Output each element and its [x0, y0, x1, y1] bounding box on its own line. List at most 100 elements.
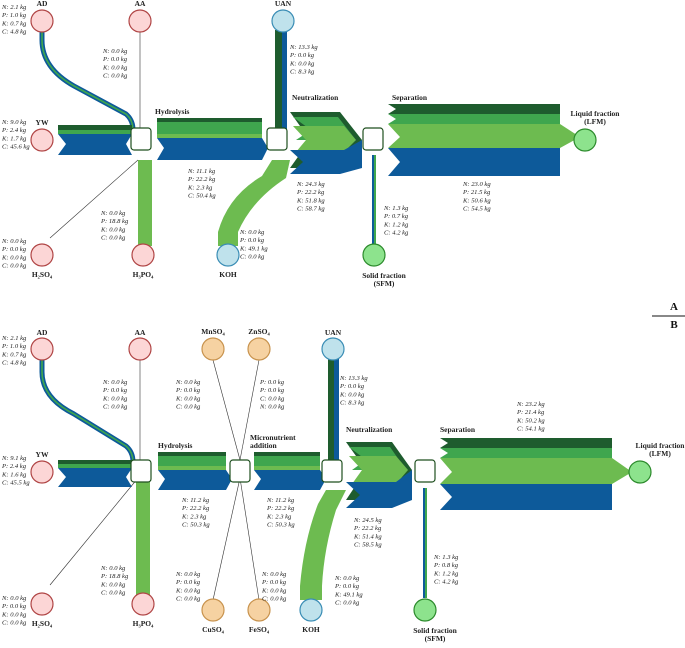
values-uan-a: N: 13.3 kgP: 0.0 kgK: 0.0 kgC: 8.3 kg: [289, 44, 318, 76]
values-cuso4-b-line-1: P: 0.0 kg: [175, 579, 201, 586]
values-znso4-b-line-0: P: 0.0 kg: [259, 379, 285, 386]
values-yw-b: N: 9.1 kgP: 2.4 kgK: 1.6 kgC: 45.5 kg: [1, 455, 30, 487]
values-micro-b-line-0: N: 11.2 kg: [266, 497, 295, 504]
values-koh-a-line-0: N: 0.0 kg: [239, 229, 265, 236]
panel-label-a: A: [670, 301, 678, 313]
node-liquid-b: Liquid fraction: [636, 441, 685, 450]
values-aa-b-line-3: C: 0.0 kg: [103, 404, 128, 411]
values-ad-a: N: 2.1 kgP: 1.0 kgK: 0.7 kg C: 4.8 kg: [1, 4, 27, 36]
node-ad-a: AD: [37, 0, 48, 8]
values-solid-b-line-1: P: 0.8 kg: [433, 562, 459, 569]
node-cuso4-b: CuSO₄: [202, 625, 225, 634]
node-aa-a: AA: [135, 0, 146, 8]
values-mnso4-b-line-2: K: 0.0 kg: [175, 395, 201, 402]
values-h3po4-b-line-2: K: 0.0 kg: [100, 581, 126, 588]
values-ad-b-line-1: P: 1.0 kg: [1, 343, 27, 350]
values-aa-a-line-3: C: 0.0 kg: [103, 73, 128, 80]
stage-micro-b: Micronutrient: [250, 433, 296, 442]
values-h2so4-b-line-1: P: 0.0 kg: [1, 603, 27, 610]
values-uan-a-line-2: K: 0.0 kg: [289, 60, 315, 67]
values-yw-b-line-1: P: 2.4 kg: [1, 463, 27, 470]
values-liquid-a-line-1: P: 21.5 kg: [462, 189, 491, 196]
values-h3po4-b-line-0: N: 0.0 kg: [100, 565, 126, 572]
stage-hydrolysis-a: Hydrolysis: [155, 107, 190, 116]
values-h3po4-a-line-2: K: 0.0 kg: [100, 226, 126, 233]
values-uan-b-line-2: K: 0.0 kg: [339, 391, 365, 398]
values-mnso4-b: N: 0.0 kgP: 0.0 kgK: 0.0 kgC: 0.0 kg: [175, 379, 201, 411]
values-uan-a-line-0: N: 13.3 kg: [289, 44, 318, 51]
values-neutralization-b-line-0: N: 24.5 kg: [353, 517, 382, 524]
values-hydrolysis-a: N: 11.1 kgP: 22.2 kgK: 2.3 kgC: 50.4 kg: [187, 168, 216, 200]
node-h2so4-b: H₂SO₄: [32, 619, 53, 628]
node-liquid-b-abbr: (LFM): [649, 449, 671, 458]
values-h3po4-a: N: 0.0 kgP: 18.8 kgK: 0.0 kgC: 0.0 kg: [100, 210, 129, 242]
values-hydrolysis-b: N: 11.2 kgP: 22.2 kgK: 2.3 kgC: 50.3 kg: [181, 497, 210, 529]
values-micro-b-line-3: C: 50.3 kg: [267, 522, 295, 529]
values-ad-a-line-1: P: 1.0 kg: [1, 12, 27, 19]
values-h3po4-a-line-0: N: 0.0 kg: [100, 210, 126, 217]
values-h2so4-b: N: 0.0 kgP: 0.0 kgK: 0.0 kgC: 0.0 kg: [1, 595, 27, 627]
node-feso4-b: FeSO₄: [249, 625, 270, 634]
values-cuso4-b: N: 0.0 kgP: 0.0 kgK: 0.0 kgC: 0.0 kg: [175, 571, 201, 603]
panel-label-b: B: [670, 319, 678, 331]
values-koh-b-line-0: N: 0.0 kg: [334, 575, 360, 582]
values-hydrolysis-b-line-2: K: 2.3 kg: [181, 513, 207, 520]
values-neutralization-b-line-1: P: 22.2 kg: [353, 525, 382, 532]
values-mnso4-b-line-0: N: 0.0 kg: [175, 379, 201, 386]
stage-separation-b: Separation: [440, 425, 476, 434]
node-solid-b: Solid fraction: [413, 626, 457, 635]
values-aa-a-line-0: N: 0.0 kg: [102, 48, 128, 55]
stage-hydrolysis-b: Hydrolysis: [158, 441, 193, 450]
values-h2so4-b-line-3: C: 0.0 kg: [2, 620, 27, 627]
values-cuso4-b-line-0: N: 0.0 kg: [175, 571, 201, 578]
values-aa-b-line-1: P: 0.0 kg: [102, 387, 128, 394]
values-liquid-a-line-2: K: 50.6 kg: [462, 197, 491, 204]
values-hydrolysis-b-line-1: P: 22.2 kg: [181, 505, 210, 512]
values-micro-b-line-1: P: 22.2 kg: [266, 505, 295, 512]
values-uan-b-line-3: C: 8.3 kg: [340, 400, 365, 407]
values-solid-a-line-1: P: 0.7 kg: [383, 213, 409, 220]
values-koh-a-line-3: C: 0.0 kg: [240, 254, 265, 261]
node-uan-b: UAN: [325, 328, 342, 337]
values-h3po4-b: N: 0.0 kgP: 18.8 kgK: 0.0 kgC: 0.0 kg: [100, 565, 129, 597]
values-ad-a-line-3: C: 4.8 kg: [2, 29, 27, 36]
node-solid-a-abbr: (SFM): [374, 279, 395, 288]
node-koh-b: KOH: [302, 625, 320, 634]
values-h2so4-a: N: 0.0 kgP: 0.0 kgK: 0.0 kgC: 0.0 kg: [1, 238, 27, 270]
values-hydrolysis-b-line-3: C: 50.3 kg: [182, 522, 210, 529]
values-neutralization-b: N: 24.5 kgP: 22.2 kgK: 51.4 kgC: 58.5 kg: [353, 517, 382, 549]
values-yw-b-line-2: K: 1.6 kg: [1, 471, 27, 478]
values-koh-b: N: 0.0 kgP: 0.0 kgK: 49.1 kgC: 0.0 kg: [334, 575, 363, 607]
values-liquid-b-line-3: C: 54.1 kg: [517, 426, 545, 433]
node-yw-a: YW: [36, 118, 49, 127]
values-feso4-b-line-1: P: 0.0 kg: [261, 579, 287, 586]
stage-neutralization-b: Neutralization: [346, 425, 393, 434]
values-aa-b: N: 0.0 kgP: 0.0 kgK: 0.0 kgC: 0.0 kg: [102, 379, 128, 411]
values-uan-b: N: 13.3 kgP: 0.0 kgK: 0.0 kgC: 8.3 kg: [339, 375, 368, 407]
values-ad-a-line-0: N: 2.1 kg: [1, 4, 27, 11]
values-cuso4-b-line-3: C: 0.0 kg: [176, 596, 201, 603]
node-ad-b: AD: [37, 328, 48, 337]
values-aa-a-line-2: K: 0.0 kg: [102, 64, 128, 71]
values-koh-b-line-1: P: 0.0 kg: [334, 583, 360, 590]
values-znso4-b-line-2: C: 0.0 kg: [260, 395, 285, 402]
node-solid-a: Solid fraction: [362, 271, 406, 280]
values-ad-a-line-2: K: 0.7 kg: [1, 20, 27, 27]
values-ad-b-line-0: N: 2.1 kg: [1, 335, 27, 342]
values-neutralization-a-line-2: K: 51.8 kg: [296, 197, 325, 204]
values-h2so4-a-line-3: C: 0.0 kg: [2, 263, 27, 270]
values-koh-a: N: 0.0 kgP: 0.0 kgK: 49.1 kgC: 0.0 kg: [239, 229, 268, 261]
values-hydrolysis-a-line-2: K: 2.3 kg: [187, 184, 213, 191]
values-feso4-b: N: 0.0 kgP: 0.0 kgK: 0.0 kgC: 0.0 kg: [261, 571, 287, 603]
values-uan-a-line-1: P: 0.0 kg: [289, 52, 315, 59]
node-liquid-a: Liquid fraction: [571, 109, 621, 118]
values-yw-a: N: 9.0 kgP: 2.4 kgK: 1.7 kgC: 45.6 kg: [1, 119, 30, 151]
values-uan-b-line-0: N: 13.3 kg: [339, 375, 368, 382]
values-aa-b-line-2: K: 0.0 kg: [102, 395, 128, 402]
panel-divider: A B: [652, 301, 685, 331]
panel-b: AD AA MnSO₄ ZnSO₄ UAN YW H₂SO₄ H₃PO₄ CuS…: [1, 327, 685, 643]
node-liquid-a-abbr: (LFM): [584, 117, 606, 126]
values-feso4-b-line-3: C: 0.0 kg: [262, 596, 287, 603]
values-solid-a-line-0: N: 1.3 kg: [383, 205, 409, 212]
values-liquid-b-line-2: K: 50.2 kg: [516, 417, 545, 424]
